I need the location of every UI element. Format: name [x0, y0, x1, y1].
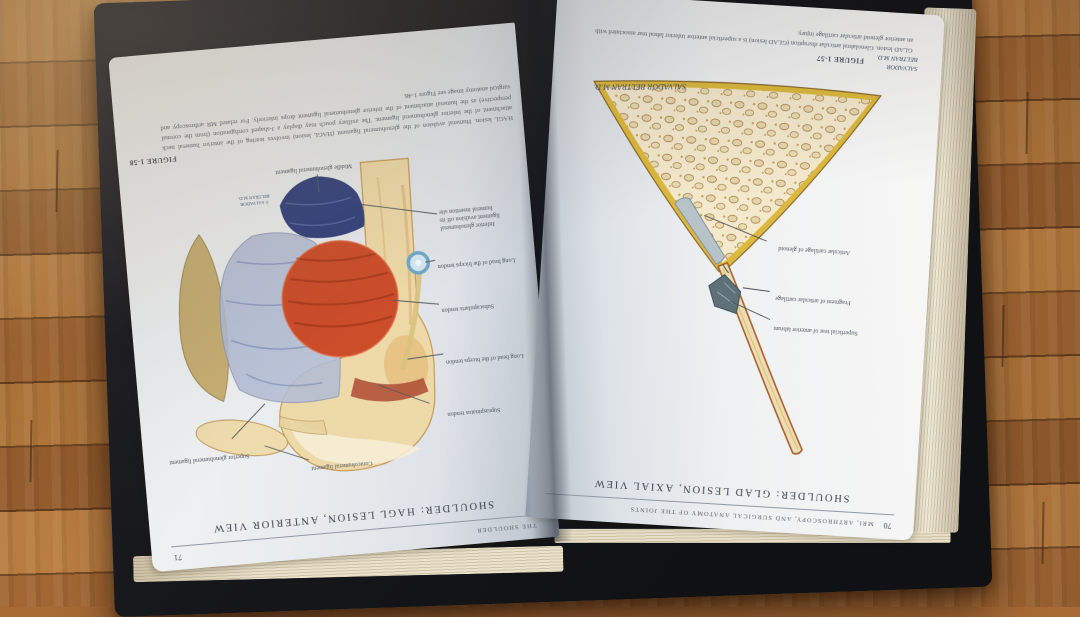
plank-joint [1025, 91, 1029, 155]
left-page: THE SHOULDER 71 SHOULDER: HAGL LESION, A… [108, 22, 560, 573]
artist-signature-caption: SALVADOR BELTRAN M.D. [876, 53, 919, 73]
hagl-painting [178, 157, 444, 472]
book-cover: THE SHOULDER 71 SHOULDER: HAGL LESION, A… [93, 0, 993, 617]
plank-joint [1001, 304, 1005, 368]
left-running-head: THE SHOULDER [475, 521, 537, 534]
right-page-number: 70 [883, 520, 892, 531]
glad-painting: SALVADOR BELTRAN M.D. [593, 80, 882, 455]
right-page-content: 70 MRI, ARTHROSCOPY, AND SURGICAL ANATOM… [525, 0, 944, 541]
glad-leader-lines [703, 214, 771, 320]
right-caption: GLAD lesion. Glenolabral articular disru… [595, 27, 914, 54]
glad-illustration: SALVADOR BELTRAN M.D. Superficial tear o… [556, 57, 919, 469]
plank-joint [55, 149, 59, 213]
right-page: 70 MRI, ARTHROSCOPY, AND SURGICAL ANATOM… [525, 0, 945, 541]
plank-joint [1041, 501, 1045, 565]
plank-joint [29, 419, 33, 483]
left-page-content: THE SHOULDER 71 SHOULDER: HAGL LESION, A… [108, 22, 559, 572]
right-running-head: MRI, ARTHROSCOPY, AND SURGICAL ANATOMY O… [629, 505, 874, 528]
hagl-leader-lines [231, 174, 444, 461]
right-figure-label: FIGURE 1-57 [816, 53, 865, 65]
hagl-illustration: Supraspinatus tendon Coracohumeral ligam… [136, 136, 536, 507]
left-page-number: 71 [173, 552, 183, 563]
artist-signature-on-art: SALVADOR BELTRAN M.D. [593, 82, 686, 92]
